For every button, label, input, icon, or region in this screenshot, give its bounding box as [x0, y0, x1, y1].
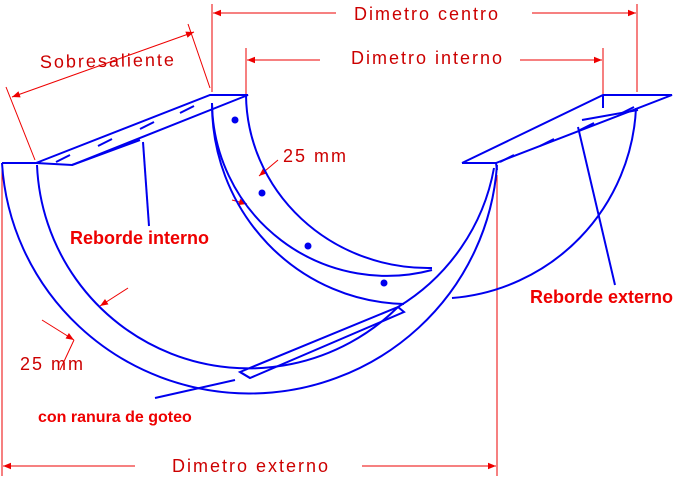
rear-inner-arc	[211, 102, 433, 277]
dimension-lines	[1, 4, 638, 476]
lip-hatch	[71, 139, 141, 166]
label-sobresaliente: Sobresaliente	[40, 50, 176, 72]
bolt-dot	[231, 116, 239, 124]
outer-arc-front	[1, 162, 498, 395]
lip-hatch	[499, 154, 515, 163]
leader-ranura	[154, 379, 236, 399]
dim-arrow-thickness-lower	[41, 319, 75, 341]
label-reborde-interno: Reborde interno	[70, 228, 209, 248]
pipe-section	[1, 94, 673, 395]
left-overhang-lip	[35, 94, 249, 167]
label-diametro-externo: Dimetro externo	[172, 456, 330, 476]
outer-rear-right-arc	[451, 107, 637, 299]
rear-back-arc	[210, 102, 405, 305]
dim-leader-thickness-lower	[59, 339, 75, 371]
lip-hatch	[579, 122, 595, 131]
lip-hatch	[539, 138, 555, 147]
drip-groove-edge	[239, 371, 251, 379]
label-diametro-centro: Dimetro centro	[354, 4, 500, 24]
bolt-dot	[304, 242, 312, 250]
label-diametro-interno: Dimetro interno	[351, 48, 504, 68]
dim-arrow-thickness-upper	[258, 159, 279, 177]
lip-hatch	[179, 105, 195, 114]
bolt-dot	[258, 189, 266, 197]
flange-right-top	[462, 162, 498, 171]
inner-arc-right	[397, 167, 495, 308]
extension-line	[5, 86, 36, 161]
label-espesor-superior: 25 mm	[283, 146, 348, 166]
extension-line	[187, 23, 211, 89]
leader-reborde-interno	[142, 141, 150, 227]
leader-reborde-externo	[577, 126, 616, 286]
lip-hatch	[97, 138, 113, 147]
lip-hatch	[619, 106, 635, 115]
lip-hatch	[55, 154, 71, 163]
lip-hatch	[139, 121, 155, 130]
label-reborde-externo: Reborde externo	[530, 287, 673, 307]
dim-arrow-thickness-lower	[99, 287, 129, 307]
label-espesor-inferior: 25 mm	[20, 354, 85, 374]
rear-outer-arc	[245, 94, 433, 270]
label-ranura-goteo: con ranura de goteo	[38, 409, 192, 426]
dim-arrow-sobresaliente	[11, 31, 195, 98]
inner-arc-front	[36, 164, 399, 370]
bolt-dot	[380, 279, 388, 287]
right-lip-ledge	[581, 109, 639, 121]
right-overhang-lip	[461, 94, 673, 164]
leaders	[142, 126, 616, 399]
